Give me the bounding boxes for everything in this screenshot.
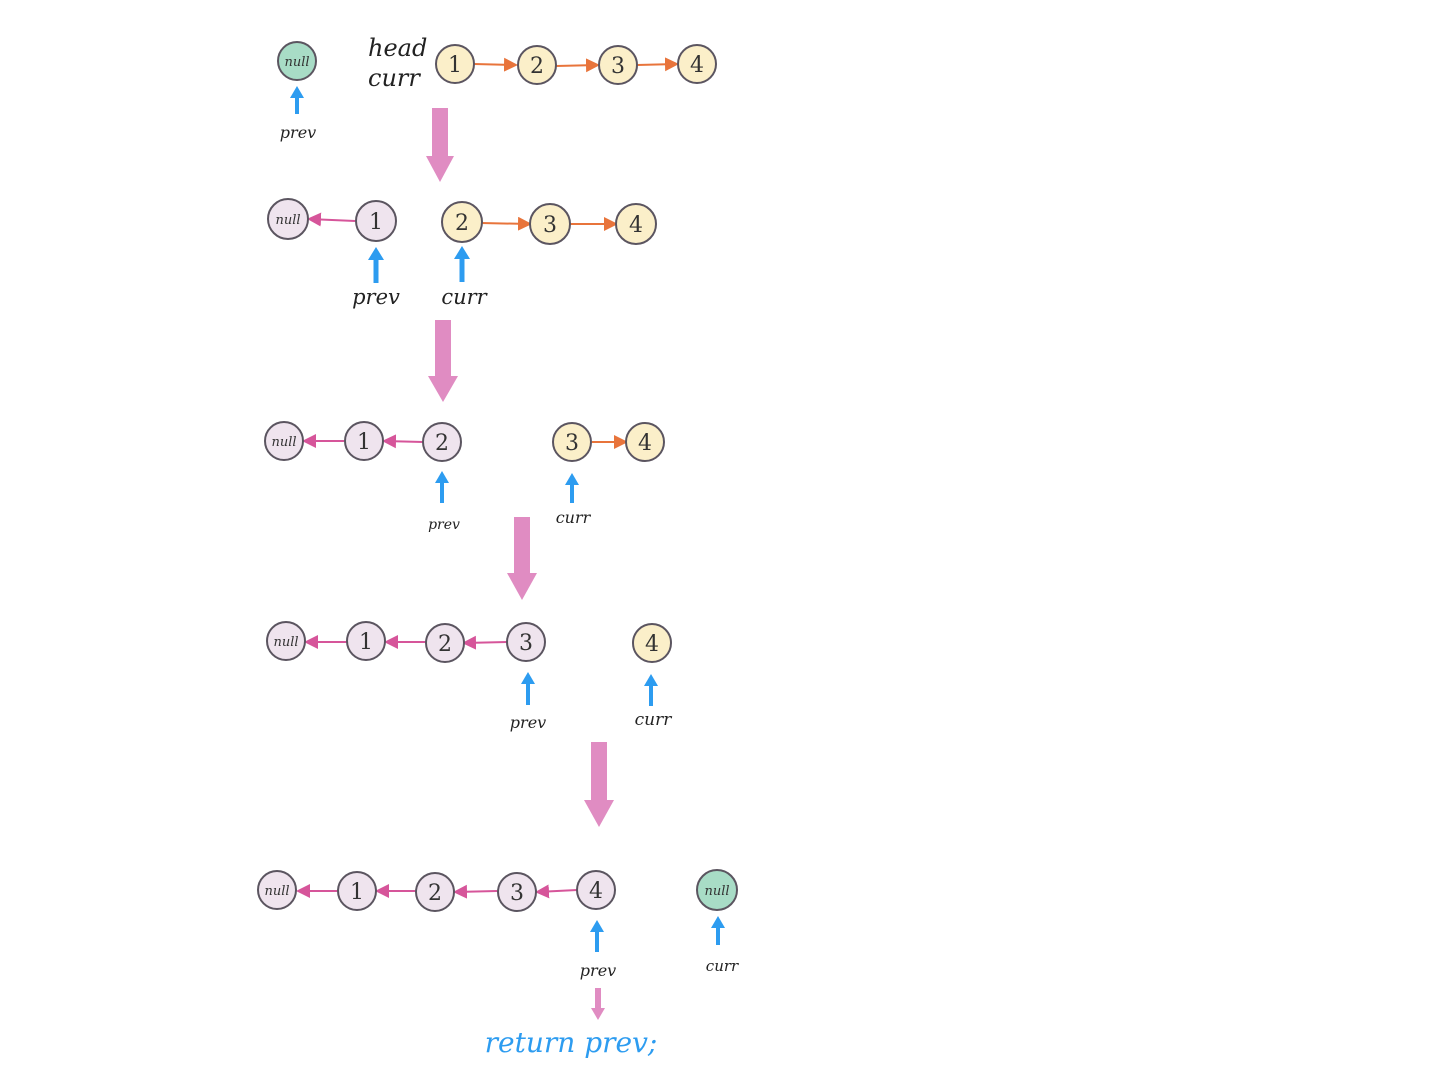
forward-link (480, 216, 532, 231)
list-node-2: 2 (441, 201, 483, 243)
node-value: 4 (690, 53, 704, 78)
prev-label: prev (510, 713, 546, 732)
null-label: null (264, 884, 289, 899)
reversed-link (462, 635, 508, 650)
node-value: 3 (519, 631, 533, 656)
list-node-3: 3 (529, 203, 571, 245)
pointer-curr: curr (556, 473, 592, 527)
list-node-2: 2 (517, 45, 557, 85)
prev-label: prev (280, 123, 316, 142)
list-node-4: 4 (632, 623, 672, 663)
prev-label: prev (352, 285, 400, 309)
curr-label: curr (706, 957, 739, 975)
pointer-prev: prev (580, 920, 616, 980)
step-arrow-4 (584, 742, 614, 827)
node-value: 2 (435, 431, 449, 456)
null-label: null (284, 55, 309, 70)
list-node-3: 3 (497, 872, 537, 912)
curr-label: curr (635, 710, 673, 730)
reversed-link (453, 884, 498, 899)
forward-link (636, 57, 679, 72)
node-value: 4 (645, 632, 659, 657)
list-node-4: 4 (625, 422, 665, 462)
prev-label: prev (428, 517, 460, 533)
node-value: 1 (448, 53, 462, 78)
pointer-curr: curr (441, 246, 489, 309)
pointer-curr: curr (706, 916, 739, 975)
list-node-1: 1 (344, 421, 384, 461)
list-node-2: 2 (422, 422, 462, 462)
list-node-4: 4 (677, 44, 717, 84)
list-node-3: 3 (506, 622, 546, 662)
null-node: null (267, 198, 309, 240)
reversed-link (307, 212, 356, 227)
list-node-1: 1 (435, 44, 475, 84)
null-node: null (257, 870, 297, 910)
null-node-curr-final: null (696, 869, 738, 911)
list-node-3: 3 (552, 422, 592, 462)
node-value: 3 (565, 431, 579, 456)
node-value: 4 (589, 879, 603, 904)
forward-link (473, 57, 518, 72)
return-arrow (591, 988, 605, 1020)
step-2: null 1 2 3 4 prev curr (264, 421, 665, 533)
step-3: null 1 2 3 4 prev curr (266, 621, 673, 732)
null-label: null (704, 884, 729, 899)
pointer-prev: prev (510, 672, 546, 732)
pointer-curr: curr (635, 674, 673, 730)
node-value: 3 (543, 213, 557, 238)
null-node: null (264, 421, 304, 461)
list-node-3: 3 (598, 45, 638, 85)
head-label: head (368, 34, 427, 62)
list-node-2: 2 (415, 872, 455, 912)
list-node-1: 1 (355, 200, 397, 242)
reversed-link (382, 434, 424, 449)
curr-label: curr (441, 285, 488, 309)
null-label: null (273, 635, 298, 650)
step-arrow-1 (426, 108, 454, 182)
step-arrow-3 (507, 517, 537, 600)
curr-label: curr (368, 64, 421, 92)
prev-label: prev (580, 961, 616, 980)
reversed-link (535, 884, 578, 899)
null-node-prev-initial: null (277, 41, 317, 81)
null-label: null (275, 213, 300, 228)
node-value: 1 (350, 880, 364, 905)
node-value: 2 (438, 632, 452, 657)
step-4: null 1 2 3 4 null prev c (257, 869, 739, 1059)
null-label: null (271, 435, 296, 450)
list-node-4: 4 (576, 870, 616, 910)
list-node-4: 4 (615, 203, 657, 245)
return-statement: return prev; (485, 1026, 658, 1059)
curr-label: curr (556, 508, 592, 527)
node-value: 3 (611, 54, 625, 79)
node-value: 1 (359, 630, 373, 655)
node-value: 4 (629, 213, 643, 238)
node-value: 4 (638, 431, 652, 456)
null-node: null (266, 621, 306, 661)
pointer-prev: prev (428, 471, 460, 533)
node-value: 1 (369, 210, 383, 235)
node-value: 2 (455, 211, 469, 236)
node-value: 2 (530, 54, 544, 79)
node-value: 2 (428, 881, 442, 906)
node-value: 3 (510, 881, 524, 906)
step-arrow-2 (428, 320, 458, 402)
step-0: null prev head curr 1 2 3 4 (277, 34, 717, 142)
node-value: 1 (357, 430, 371, 455)
forward-link (555, 58, 600, 73)
pointer-prev: prev (280, 86, 316, 142)
list-node-1: 1 (346, 621, 386, 661)
list-node-2: 2 (425, 623, 465, 663)
step-1: null 1 2 3 4 prev curr (267, 198, 657, 309)
pointer-prev: prev (352, 247, 400, 309)
list-node-1: 1 (337, 871, 377, 911)
